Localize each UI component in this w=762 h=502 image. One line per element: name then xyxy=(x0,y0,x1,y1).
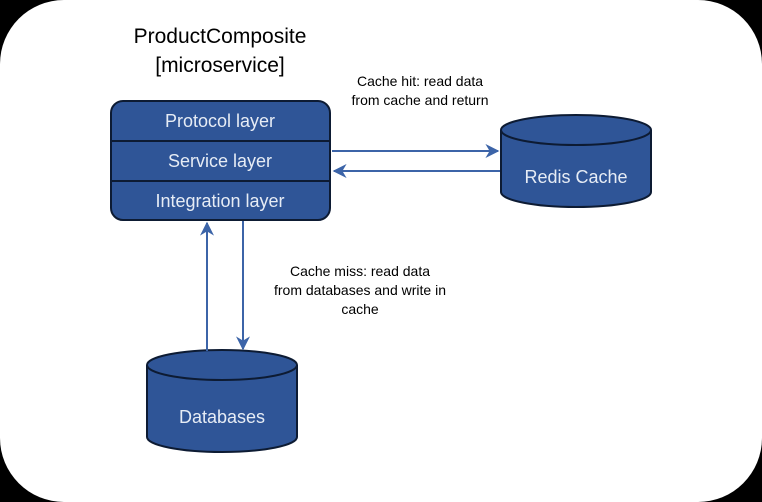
microservice-title: ProductComposite [microservice] xyxy=(90,22,350,80)
protocol-layer: Protocol layer xyxy=(165,111,275,131)
databases-label: Databases xyxy=(179,407,265,427)
microservice-box: Protocol layer Service layer Integration… xyxy=(110,100,331,221)
redis-cache-top xyxy=(500,114,652,146)
service-layer: Service layer xyxy=(168,151,272,171)
cache-miss-annotation-line-3: cache xyxy=(341,301,379,317)
cache-miss-annotation-line-2: from databases and write in xyxy=(274,282,446,298)
cache-miss-annotation: Cache miss: read data from databases and… xyxy=(250,262,470,319)
databases-body xyxy=(146,365,298,453)
cache-miss-annotation-line-1: Cache miss: read data xyxy=(289,263,431,279)
databases-cylinder: Databases xyxy=(146,349,298,453)
redis-cache-label: Redis Cache xyxy=(524,167,627,187)
cache-hit-annotation: Cache hit: read data from cache and retu… xyxy=(320,72,520,110)
databases-top xyxy=(146,349,298,381)
redis-cache-cylinder: Redis Cache xyxy=(500,114,652,208)
microservice-box-frame xyxy=(110,100,331,221)
microservice-title-line-2: [microservice] xyxy=(155,54,285,77)
redis-cache-body xyxy=(500,130,652,208)
cache-hit-annotation-line-2: from cache and return xyxy=(351,92,489,108)
cache-hit-annotation-line-1: Cache hit: read data xyxy=(356,73,484,89)
integration-layer: Integration layer xyxy=(155,191,284,211)
microservice-title-line-1: ProductComposite xyxy=(133,25,307,48)
